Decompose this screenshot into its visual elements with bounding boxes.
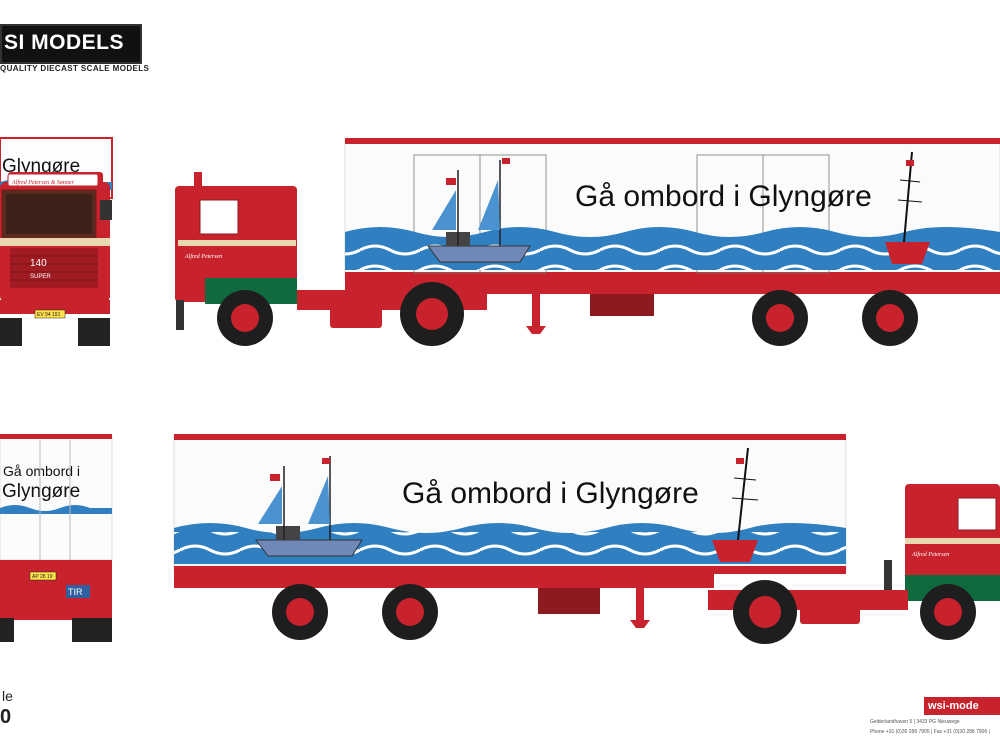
- rear-text-2: Glyngøre: [2, 481, 80, 502]
- cab-front-script: Alfred Petersen & Sønner: [11, 179, 75, 186]
- grille: [10, 248, 98, 288]
- trailer-rear: [0, 435, 113, 561]
- logo-tagline: QUALITY DIECAST SCALE MODELS: [0, 64, 150, 73]
- cab-side-script: Alfred Petersen: [184, 253, 222, 260]
- fishing-boat-bottom: [255, 456, 363, 557]
- cab-side-script-bottom: Alfred Petersen: [911, 551, 949, 558]
- ship-mast-top: [885, 151, 930, 264]
- trailer-wheels-bottom: [272, 584, 438, 640]
- svg-text:TIR: TIR: [68, 587, 83, 597]
- rear-view-bottom: Gå ombord i Glyngøre AP 28 19 TIR: [0, 434, 113, 642]
- logo-box: SI MODELS: [0, 24, 142, 64]
- slogan-bottom: Gå ombord i Glyngøre: [402, 477, 699, 510]
- grille-model: SUPER: [30, 274, 51, 280]
- trailer-wheels-top: [752, 290, 918, 346]
- cab-side-bottom: Alfred Petersen: [708, 484, 1000, 644]
- front-view-top: Glyngøre Alfred Petersen & Sønner 140 SU…: [0, 137, 113, 346]
- svg-text:EV 94 191: EV 94 191: [37, 312, 61, 318]
- rear-plate: [29, 571, 57, 581]
- front-wheel-right: [78, 318, 110, 346]
- trailer-box: [590, 294, 654, 316]
- mirror: [100, 200, 112, 220]
- scale-label: le: [2, 688, 13, 704]
- front-wheel-left: [0, 318, 22, 346]
- footer-contact: Phone +31 (0)30 288 7905 | Fax +31 (0)30…: [870, 729, 990, 735]
- grille-badge: 140: [30, 258, 47, 269]
- svg-text:AP 28 19: AP 28 19: [32, 574, 53, 580]
- landing-gear: [532, 294, 540, 328]
- fishing-boat-top: [427, 158, 531, 263]
- rear-text-1: Gå ombord i: [3, 463, 80, 479]
- scale-value: 0: [0, 706, 12, 728]
- footer-badge[interactable]: wsi-mode: [924, 697, 1000, 715]
- side-view-top: Gå ombord i Glyngøre Alfred Petersen: [175, 138, 1000, 346]
- footer: wsi-mode Gelderlandhaven 5 | 3433 PG Nie…: [840, 695, 1000, 750]
- cab-side-top: Alfred Petersen: [175, 172, 487, 346]
- tir-plate: [66, 585, 90, 598]
- front-trailer-text: Glyngøre: [2, 156, 80, 177]
- front-plate: [34, 309, 66, 319]
- slogan-top: Gå ombord i Glyngøre: [575, 180, 872, 213]
- trailer-box-bottom: [538, 588, 600, 614]
- logo-text: SI MODELS: [4, 31, 125, 54]
- ship-mast-bottom: [712, 447, 759, 562]
- footer-address: Gelderlandhaven 5 | 3433 PG Nieuwege: [870, 719, 960, 725]
- side-view-bottom: Gå ombord i Glyngøre Alfred Petersen: [173, 434, 1000, 644]
